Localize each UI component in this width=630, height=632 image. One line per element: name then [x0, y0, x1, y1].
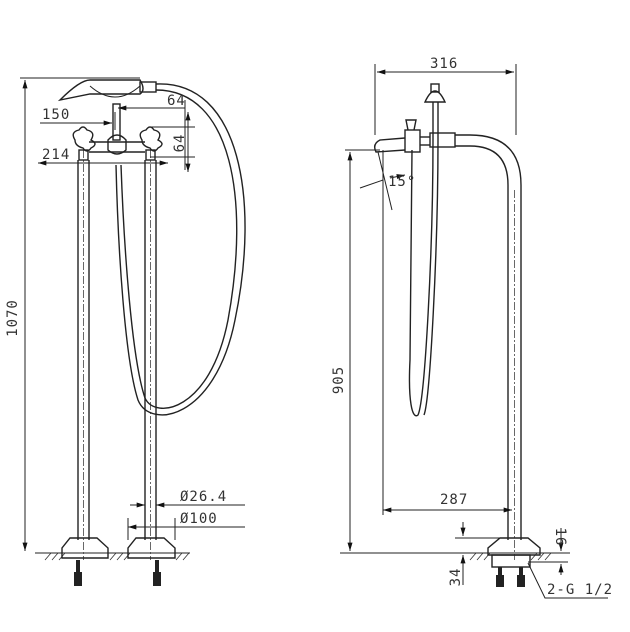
- shower-hose: [115, 83, 246, 416]
- pipe-coupling: [429, 132, 456, 148]
- mixer-body: [107, 134, 127, 155]
- dim-label-905: 905: [331, 366, 347, 394]
- shower-hose-outer: [423, 102, 439, 416]
- dim-label-diameter-26-4: Ø26.4: [180, 489, 227, 505]
- handset-holder: [112, 103, 121, 141]
- dim-label-316: 316: [430, 56, 458, 72]
- base-right: [127, 537, 176, 559]
- shower-hose: [408, 102, 434, 417]
- shower-head-cap: [430, 83, 440, 93]
- thread-label: 2-G 1/2: [547, 582, 613, 598]
- connector-left: [74, 560, 82, 586]
- hose-connector: [139, 81, 157, 93]
- connectors: [496, 567, 525, 587]
- thread-leader-line: [527, 562, 608, 599]
- dim-label-34: 34: [448, 568, 464, 587]
- dim-label-64-horizontal: 64: [167, 93, 186, 109]
- floor-hatch: [44, 552, 190, 561]
- valve-body: [404, 129, 421, 153]
- angle-label-15: 15°: [388, 174, 416, 190]
- dim-label-16: 16: [552, 528, 568, 547]
- dim-label-287: 287: [440, 492, 468, 508]
- side-view: 316 15° 905 287: [331, 56, 613, 599]
- cross-handle-right: [139, 126, 163, 161]
- shower-hose-inner: [120, 89, 238, 409]
- spout: [373, 137, 406, 153]
- riser-pipe-left: [77, 150, 90, 560]
- dim-label-diameter-100: Ø100: [180, 511, 218, 527]
- main-pipe-outer: [455, 134, 522, 540]
- valve-handle: [405, 119, 417, 131]
- base-left: [61, 537, 109, 559]
- angle-arc: [359, 175, 405, 189]
- floor-hatch: [469, 552, 552, 561]
- cross-handle-left: [72, 126, 96, 161]
- dim-label-1070: 1070: [5, 299, 21, 337]
- riser-pipe-right: [144, 150, 157, 560]
- handset-outline: [89, 85, 141, 98]
- dim-label-150: 150: [42, 107, 70, 123]
- angle-line: [377, 151, 393, 211]
- dim-label-214: 214: [42, 147, 70, 163]
- handset: [57, 79, 144, 102]
- dim-label-64-vertical: 64: [172, 134, 188, 153]
- main-pipe-inner: [455, 145, 509, 540]
- connector-right: [153, 560, 161, 586]
- front-view: 1070: [5, 77, 246, 586]
- base: [487, 537, 541, 556]
- base-plate: [491, 554, 531, 568]
- mixer-bar: [89, 141, 145, 153]
